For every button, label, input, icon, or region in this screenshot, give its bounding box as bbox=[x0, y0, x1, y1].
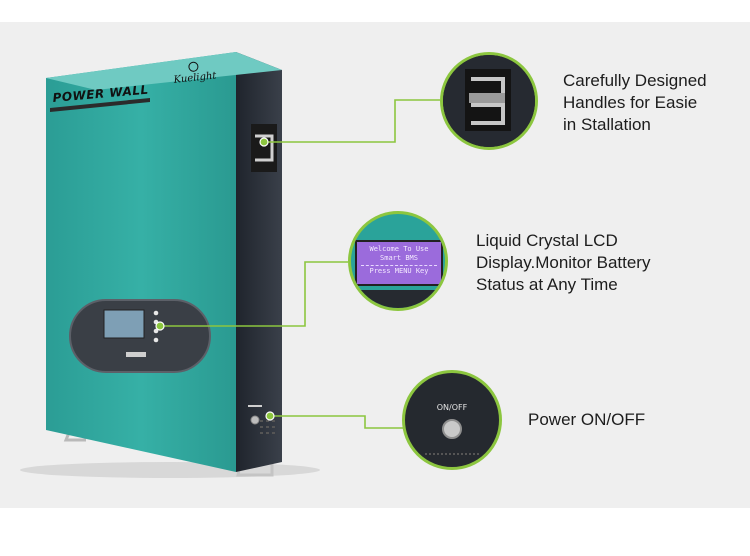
lcd-line-1: Liquid Crystal LCD bbox=[476, 231, 618, 250]
lcd-line-2: Display.Monitor Battery bbox=[476, 253, 651, 272]
floor-shadow bbox=[20, 462, 320, 478]
handles-line-2: Handles for Easie bbox=[563, 93, 698, 112]
console-keypad bbox=[126, 352, 146, 357]
power-button[interactable] bbox=[442, 419, 462, 439]
handles-zoom-circle bbox=[440, 52, 538, 150]
handle-closeup bbox=[443, 55, 535, 147]
power-zoom-circle: ON/OFF bbox=[402, 370, 502, 470]
handles-line-3: in Stallation bbox=[563, 115, 651, 134]
handles-callout-text: Carefully Designed Handles for Easie in … bbox=[563, 70, 707, 136]
connector-handles bbox=[264, 99, 440, 143]
lcd-screen-line-2: Smart BMS bbox=[380, 254, 418, 262]
front-panel bbox=[46, 52, 236, 472]
side-panel bbox=[236, 52, 282, 472]
power-line-1: Power ON/OFF bbox=[528, 410, 646, 429]
side-power-label-mark bbox=[248, 405, 262, 407]
power-callout-text: Power ON/OFF bbox=[528, 409, 645, 431]
top-face bbox=[46, 52, 282, 90]
power-button-label: ON/OFF bbox=[436, 403, 468, 412]
lcd-screen-line-3: Press MENU Key bbox=[369, 267, 429, 275]
side-grill bbox=[260, 420, 275, 434]
side-power-button[interactable] bbox=[250, 415, 260, 425]
top-handle bbox=[255, 134, 274, 162]
connector-lcd bbox=[160, 261, 348, 327]
console-lcd bbox=[103, 309, 145, 339]
lcd-callout-text: Liquid Crystal LCD Display.Monitor Batte… bbox=[476, 230, 650, 296]
brand-logo-icon bbox=[188, 61, 200, 73]
lcd-zoom-circle: Welcome To Use Smart BMS Press MENU Key bbox=[348, 211, 448, 311]
label-stripe bbox=[50, 98, 150, 112]
handles-line-1: Carefully Designed bbox=[563, 71, 707, 90]
lcd-screen-line-1: Welcome To Use bbox=[369, 245, 429, 253]
connector-power bbox=[270, 415, 406, 429]
lcd-line-3: Status at Any Time bbox=[476, 275, 618, 294]
brand-logo: Kuelight bbox=[172, 60, 217, 86]
lcd-screen: Welcome To Use Smart BMS Press MENU Key bbox=[355, 240, 443, 286]
